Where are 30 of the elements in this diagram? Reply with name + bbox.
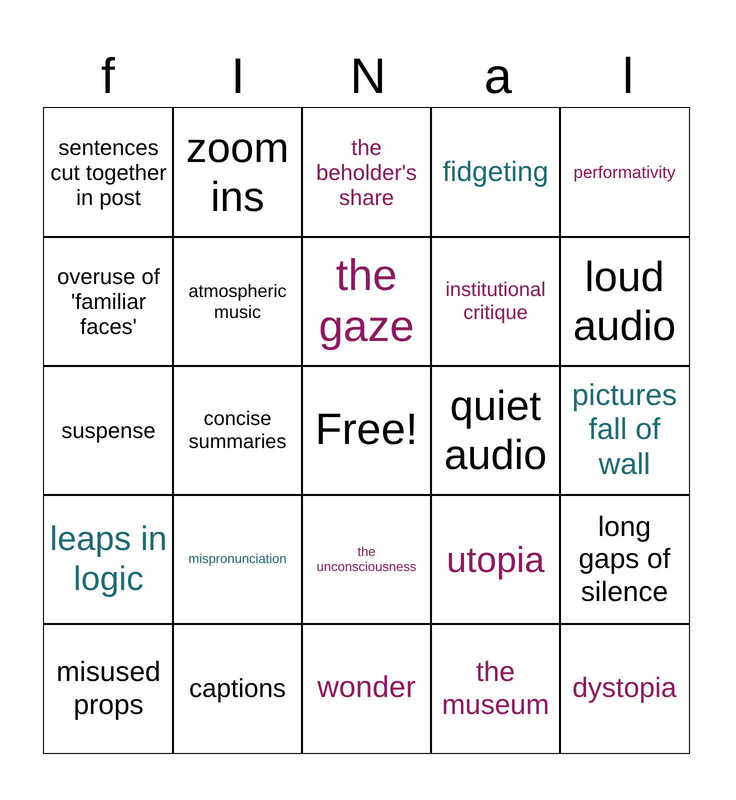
cell-text: misused props xyxy=(55,656,162,721)
cell-text: loud audio xyxy=(572,253,677,350)
cell-text: long gaps of silence xyxy=(578,511,672,608)
cell-text: concise summaries xyxy=(188,408,288,454)
cell-text: atmospheric music xyxy=(187,280,288,322)
header-letter: a xyxy=(483,47,513,106)
cell-text: the museum xyxy=(440,656,550,721)
cell-text: dystopia xyxy=(571,672,678,705)
cell-text: quiet audio xyxy=(443,382,548,479)
cell-text: suspense xyxy=(60,418,157,444)
cell-text: zoom ins xyxy=(185,124,290,221)
cell-text: performativity xyxy=(572,162,677,182)
cell-text: sentences cut together in post xyxy=(49,134,168,210)
cell-text: leaps in logic xyxy=(48,520,168,599)
header-letter: l xyxy=(621,47,635,106)
cell-text: mispronunciation xyxy=(187,552,288,567)
header-letter: f xyxy=(100,47,116,106)
cell-text: the unconsciousness xyxy=(316,544,418,574)
cell-text: pictures fall of wall xyxy=(570,378,678,482)
cell-text: captions xyxy=(188,674,287,704)
cell-text: wonder xyxy=(316,671,417,706)
header-letter: I xyxy=(230,47,246,106)
cell-text: fidgeting xyxy=(442,156,550,189)
cell-text: Free! xyxy=(314,405,419,456)
cell-text: overuse of 'familiar faces' xyxy=(56,264,161,340)
header-letter: N xyxy=(348,47,388,106)
cell-text: the gaze xyxy=(318,250,416,352)
cell-text: utopia xyxy=(445,538,546,580)
cell-text: the beholder's share xyxy=(315,134,418,210)
cell-text: institutional critique xyxy=(444,278,547,324)
